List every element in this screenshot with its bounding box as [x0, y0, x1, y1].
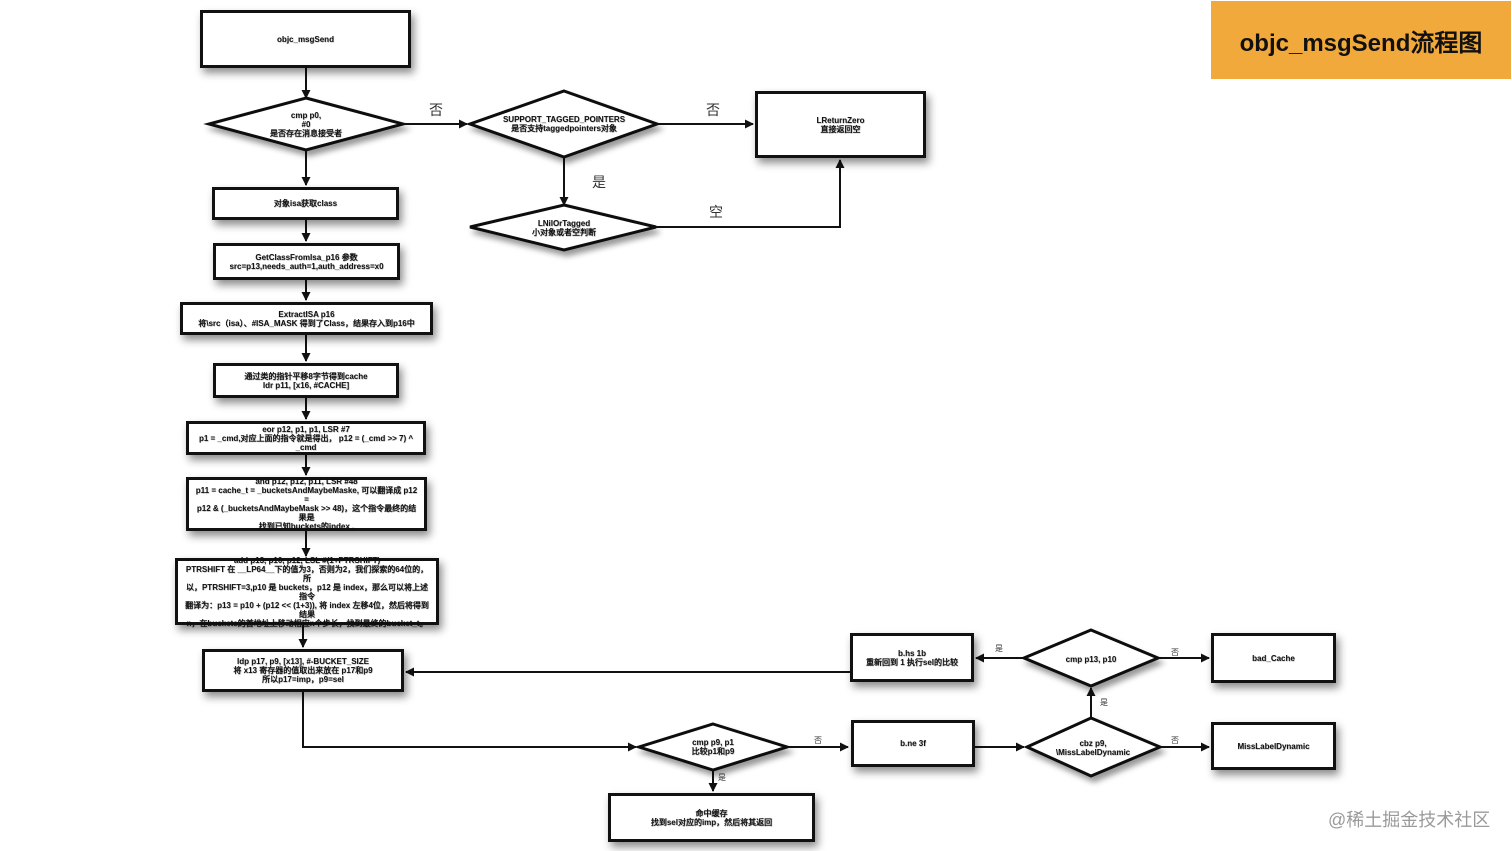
node-ldp: ldp p17, p9, [x13], #-BUCKET_SIZE 将 x13 …: [202, 649, 404, 692]
edge-label-cbz-no: 否: [1171, 736, 1179, 745]
edge-label-sel-yes: 是: [718, 773, 726, 782]
edge-label-sel-no: 否: [814, 736, 822, 745]
node-get-class: GetClassFromIsa_p16 参数 src=p13,needs_aut…: [213, 243, 400, 280]
label-nil-or-tagged: LNilOrTagged 小对象或者空判断: [532, 219, 596, 237]
edge-nil-to-return: [656, 159, 845, 228]
label-cmp-p13: cmp p13, p10: [1065, 654, 1117, 664]
node-extract-isa: ExtractISA p16 将\src（isa）、#ISA_MASK 得到了C…: [180, 302, 433, 335]
diamond-cmp-sel: [633, 722, 793, 772]
diamond-nil-or-tagged: [469, 203, 657, 252]
edge-label-receiver-no: 否: [429, 102, 443, 118]
diamond-cbz: [1023, 716, 1164, 778]
node-return-zero: LReturnZero 直接返回空: [755, 91, 926, 158]
node-objc-msgsend: objc_msgSend: [200, 10, 411, 68]
edge-label-tagged-yes: 是: [592, 174, 606, 190]
node-eor: eor p12, p1, p1, LSR #7 p1 = _cmd,对应上面的指…: [186, 421, 426, 455]
node-bne: b.ne 3f: [851, 720, 975, 767]
node-cache: 通过类的指针平移8字节得到cache ldr p11, [x16, #CACHE…: [213, 363, 399, 398]
node-cache-hit: 命中缓存 找到sel对应的imp，然后将其返回: [608, 793, 815, 842]
label-cbz: cbz p9, \MissLabelDynamic: [1055, 739, 1131, 757]
edge-label-p13-yes: 是: [995, 644, 1003, 653]
edge-label-p13-no: 否: [1171, 648, 1179, 657]
node-add-bucket: add p13, p10, p12, LSL #(1+PTRSHIFT) PTR…: [175, 556, 439, 628]
node-isa-class: 对象isa获取class: [212, 187, 399, 220]
edge-label-tagged-no: 否: [706, 102, 720, 118]
label-tagged-support: SUPPORT_TAGGED_POINTERS 是否支持taggedpointe…: [502, 115, 626, 133]
label-cmp-sel: cmp p9, p1 比较p1和p9: [691, 738, 735, 756]
label-cmp-receiver: cmp p0, #0 是否存在消息接受者: [270, 110, 342, 138]
edges: [298, 68, 1210, 792]
edge-ldp-to-cmpsel: [302, 692, 637, 752]
node-and-bucket: and p12, p12, p11, LSR #48 p11 = cache_t…: [186, 477, 427, 531]
diamond-cmp-receiver: [203, 96, 409, 152]
title-banner: objc_msgSend流程图: [1211, 1, 1511, 79]
node-bad-cache: bad_Cache: [1211, 633, 1336, 683]
watermark: @稀土掘金技术社区: [1328, 810, 1491, 830]
diamond-cmp-p13: [1020, 628, 1162, 688]
node-miss-dynamic: MissLabelDynamic: [1211, 722, 1336, 770]
node-bhs: b.hs 1b 重新回到 1 执行sel的比较: [850, 633, 974, 682]
edge-label-cbz-yes: 是: [1100, 698, 1108, 707]
edge-label-nil-empty: 空: [709, 204, 723, 220]
diamond-tagged-support: [465, 89, 662, 159]
